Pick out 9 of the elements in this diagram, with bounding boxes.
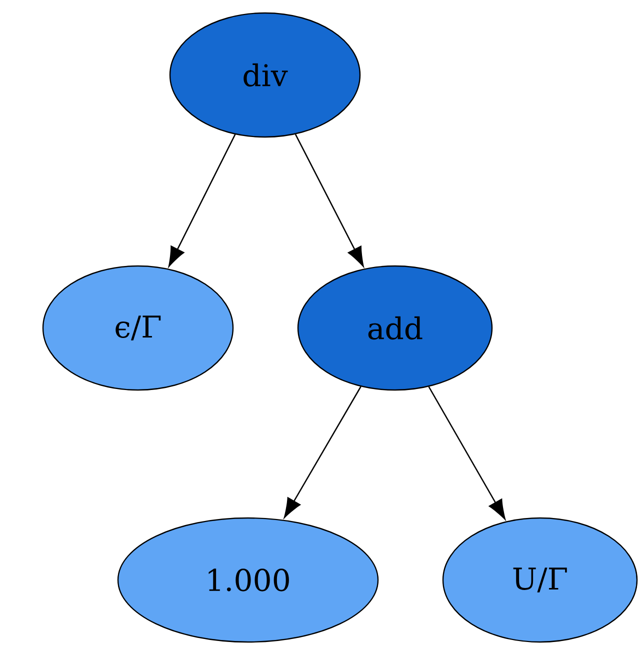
ellipse-node: div <box>169 12 361 138</box>
arrow <box>294 134 364 267</box>
ellipse-node: U/Γ <box>442 517 638 643</box>
arrow <box>168 134 236 267</box>
ellipse-node: add <box>297 265 493 391</box>
ellipse-node: ϵ/Γ <box>42 265 234 391</box>
ellipse-node: 1.000 <box>117 517 379 643</box>
arrow <box>428 386 506 520</box>
arrow <box>284 386 362 518</box>
